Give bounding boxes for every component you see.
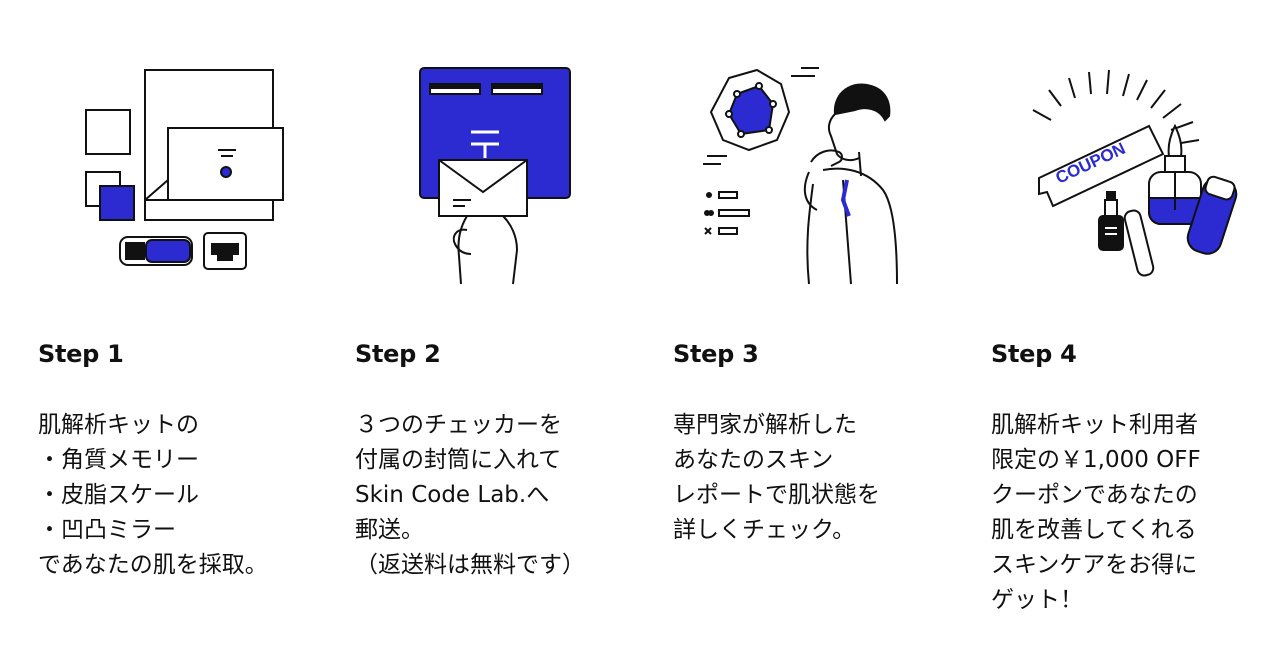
mail-envelope-icon — [375, 60, 615, 285]
step-text-line: 肌解析キット利用者 — [991, 412, 1198, 438]
step-text-line: Skin Code Lab.へ — [355, 482, 550, 508]
coupon-skincare-icon: COUPON — [1011, 60, 1251, 285]
skin-analysis-kit-icon — [58, 60, 298, 285]
step-title: Step 3 — [673, 340, 759, 368]
step-description: ３つのチェッカーを 付属の封筒に入れて Skin Code Lab.へ 郵送。 … — [355, 408, 645, 583]
step-1: Step 1 肌解析キットの ・角質メモリー ・皮脂スケール ・凹凸ミラー であ… — [38, 0, 328, 670]
step-text-line: 付属の封筒に入れて — [355, 447, 562, 473]
step-text-line: 肌解析キットの — [38, 412, 199, 438]
step-text-line: 郵送。 — [355, 517, 424, 543]
step-text-line: 専門家が解析した — [673, 412, 857, 438]
step-text-line: （返送料は無料です） — [355, 552, 585, 578]
step-4: COUPON Step 4 肌解析キット利用者 限定の￥1,000 OFF クー… — [991, 0, 1280, 670]
step-description: 肌解析キットの ・角質メモリー ・皮脂スケール ・凹凸ミラー であなたの肌を採取… — [38, 408, 328, 583]
step-title: Step 1 — [38, 340, 124, 368]
step-text-line: レポートで肌状態を — [673, 482, 880, 508]
step-text-line: クーポンであなたの — [991, 482, 1198, 508]
step-text-line: ・角質メモリー — [38, 447, 199, 473]
step-title: Step 2 — [355, 340, 441, 368]
step-text-line: 詳しくチェック。 — [673, 517, 856, 543]
step-text-line: ゲット！ — [991, 587, 1083, 613]
step-text-line: スキンケアをお得に — [991, 552, 1198, 578]
step-description: 肌解析キット利用者 限定の￥1,000 OFF クーポンであなたの 肌を改善して… — [991, 408, 1280, 618]
step-3: Step 3 専門家が解析した あなたのスキン レポートで肌状態を 詳しくチェッ… — [673, 0, 963, 670]
step-text-line: ・皮脂スケール — [38, 482, 199, 508]
step-text-line: ３つのチェッカーを — [355, 412, 562, 438]
step-title: Step 4 — [991, 340, 1077, 368]
expert-analysis-icon — [693, 60, 933, 285]
step-text-line: であなたの肌を採取。 — [38, 552, 268, 578]
step-text-line: 限定の￥1,000 OFF — [991, 447, 1201, 473]
step-text-line: 肌を改善してくれる — [991, 517, 1197, 543]
step-text-line: あなたのスキン — [673, 447, 834, 473]
step-text-line: ・凹凸ミラー — [38, 517, 176, 543]
step-2: Step 2 ３つのチェッカーを 付属の封筒に入れて Skin Code Lab… — [355, 0, 645, 670]
step-description: 専門家が解析した あなたのスキン レポートで肌状態を 詳しくチェック。 — [673, 408, 963, 548]
